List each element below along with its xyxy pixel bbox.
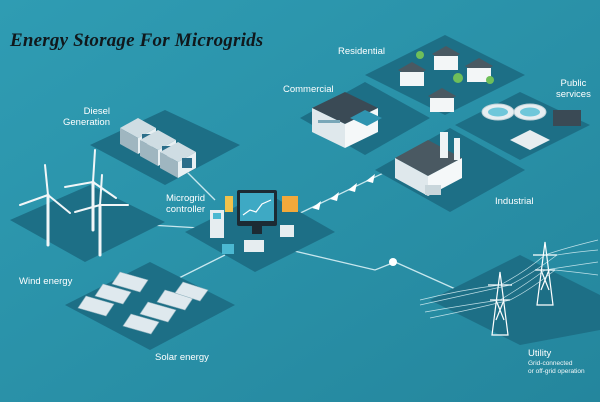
flow-arrows (312, 174, 375, 210)
page-title: Energy Storage For Microgrids (10, 30, 264, 51)
power-lines (419, 239, 599, 319)
label-commercial: Commercial (283, 84, 334, 95)
wind-turbines (19, 149, 129, 257)
industrial-building (395, 132, 462, 196)
solar-panels (77, 271, 209, 335)
residential-houses (398, 46, 494, 112)
junction-node (389, 258, 397, 266)
label-utility-sub: Grid-connected or off-grid operation (528, 360, 585, 375)
label-industrial: Industrial (495, 196, 534, 207)
diesel-generators (120, 118, 196, 178)
label-solar-energy: Solar energy (155, 352, 209, 363)
label-controller-line2: controller (166, 204, 206, 215)
commercial-building (312, 92, 382, 148)
label-utility: Utility (528, 348, 552, 359)
label-utility-sub-line1: Grid-connected (528, 360, 573, 367)
label-public-line2: services (556, 89, 591, 100)
microgrid-controller (210, 190, 298, 254)
label-wind-energy: Wind energy (19, 276, 73, 287)
label-microgrid-controller: Microgrid controller (166, 193, 205, 215)
label-diesel-line1: Diesel (83, 106, 110, 117)
label-diesel-line2: Generation (62, 117, 110, 128)
utility-platform (430, 255, 600, 345)
label-residential: Residential (338, 46, 385, 57)
label-utility-sub-line2: or off-grid operation (528, 367, 585, 375)
label-public-line1: Public (560, 78, 587, 89)
public-services (481, 103, 581, 150)
label-diesel-generation: Diesel Generation (60, 106, 110, 128)
residential-platform (365, 35, 525, 115)
label-controller-line1: Microgrid (166, 193, 206, 204)
label-public-services: Public services (556, 78, 591, 100)
